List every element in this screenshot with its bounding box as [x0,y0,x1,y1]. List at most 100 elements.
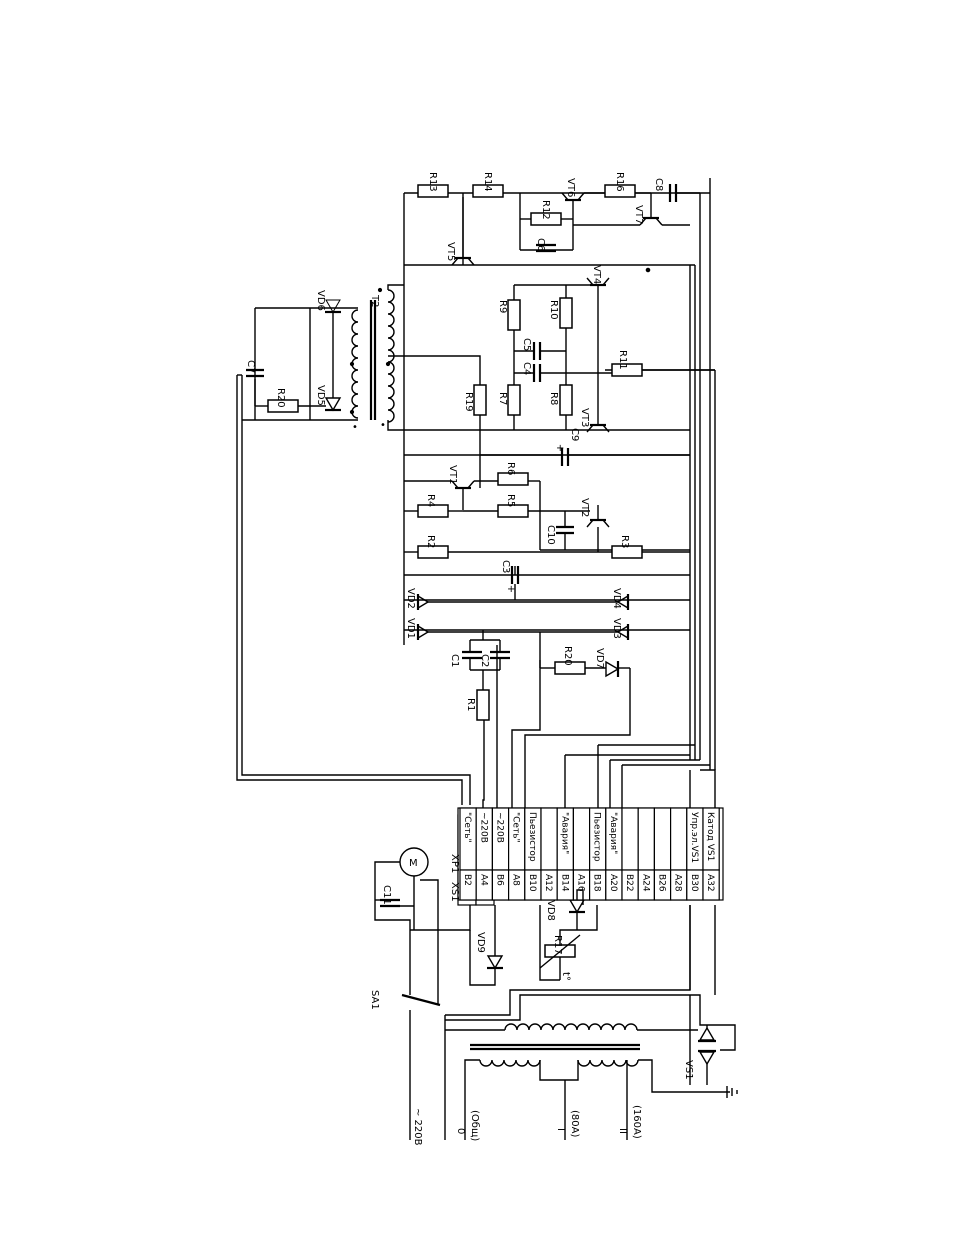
label-r7: R7 [497,392,508,405]
capacitors: + + [246,184,678,908]
transistor-labels: VT5 VT6 VT7 VT4 VT3 VT1 VT2 [445,178,644,517]
connector-pin-label: B10 [527,874,537,892]
transistor-vt6 [561,192,585,228]
transistor-vt1 [451,480,475,510]
label-r3: R3 [619,535,630,548]
diode-vd4 [616,594,630,610]
connector-pin-label: A8 [511,874,521,886]
switch-label: SA1 [369,990,380,1010]
label-r19: R20 [275,388,286,408]
connector-pin-label: A28 [673,874,683,892]
label-vd3: VD3 [611,618,622,639]
connector-plug-label: XP1 [449,854,460,873]
label-vd9: VD9 [475,932,486,953]
connector-signal-label: Пьезистор [527,812,537,862]
polarity-c9: + [556,443,564,454]
label-r12: R12 [540,200,551,220]
capacitor-c1 [462,650,482,660]
connector-signal-label: ~220В [478,812,488,843]
diode-vd2 [416,594,430,610]
transformer-t2: T2 [237,284,481,431]
connector-signal-label: Упр.эл.VS1 [689,812,699,863]
label-vt1: VT1 [447,465,458,484]
connector-socket-label: XS1 [449,882,460,902]
thyristor-label: VS1 [683,1060,694,1080]
capacitor-c4 [532,364,542,382]
label-c6: C6 [535,238,546,251]
connector-pin-label: A20 [608,874,618,892]
resistor-r16 [604,184,636,198]
label-vt2: VT2 [579,498,590,517]
label-c10: C10 [545,525,556,545]
connector-signal-cell [669,807,688,871]
transistors [451,192,663,528]
connector-pin-label: B30 [689,874,699,892]
mains-labels: ~ 220В 0 (Общ) I (80А) II (160А) [412,1105,642,1146]
connector-signal-label: "Авария" [559,812,569,854]
resistor-r10 [559,297,573,329]
diode-vd7 [605,660,620,678]
transformer-label: T2 [369,294,380,307]
capacitor-c2 [490,650,510,660]
label-c9: C9 [569,428,580,441]
label-vd7: VD7 [594,648,605,669]
connector-signal-cell [621,807,639,871]
label-c1: C1 [449,654,460,667]
resistor-r6 [497,472,529,486]
connector-signal-cell [637,807,656,871]
label-vd8: VD8 [545,900,556,921]
label-r16: R16 [614,172,625,192]
resistor-r13 [417,184,449,198]
connector-pin-label: B22 [624,874,634,892]
polarity-c3: + [507,584,515,595]
label-c3: C3 [500,560,511,573]
connector-pin-label: A32 [705,874,715,892]
tap-1-desc: (80А) [569,1110,580,1137]
label-vd5: VD5 [315,385,326,406]
diode-vd5 [324,397,342,412]
connector-signal-label: "Сеть" [511,812,521,843]
connector-pin-label: B26 [657,874,667,892]
label-r18: R19 [463,392,474,412]
connector-signal-cell [572,807,591,871]
connector-signal-label: Пьезистор [592,812,602,862]
resistor-r1 [476,689,490,721]
label-vd1: VD1 [405,618,416,639]
label-r9: R9 [497,300,508,313]
connector-signal-cell [653,807,672,871]
label-vt4: VT4 [591,265,602,284]
transistor-vt2 [586,505,610,528]
resistor-r14 [472,184,504,198]
label-c2: C2 [479,654,490,667]
resistor-r18 [473,384,487,416]
label-vt3: VT3 [579,408,590,427]
label-vd2: VD2 [405,588,416,609]
resistors [267,184,643,969]
label-r20-alt: R20 [562,646,573,666]
connector-signal-cell [540,807,558,871]
capacitor-c6 [536,243,556,253]
tap-0-desc: (Общ) [469,1110,480,1141]
connector-wires [236,375,716,815]
label-vd6: VD6 [315,290,326,311]
temperature-label: t° [560,972,571,981]
transistor-vt7 [639,196,663,226]
connector-pin-label: A24 [640,874,650,892]
connector-pin-label: B18 [592,874,602,892]
label-r1: R1 [465,698,476,711]
amplifier-interconnects [254,192,715,670]
connector-signal-label: "Сеть" [462,812,472,843]
label-vt7: VT7 [633,205,644,224]
diode-vd1 [416,624,430,640]
diode-vd3 [616,624,630,640]
label-r11: R11 [617,350,628,370]
resistor-labels: R13 R14 R16 R12 R9 R10 R11 R19 R7 R8 R20… [275,172,630,955]
label-c5: C5 [521,338,532,351]
label-r13: R13 [427,172,438,192]
connector-signal-label: ~220В [495,812,505,843]
diode-labels: VD6 VD5 VD2 VD1 VD4 VD3 VD7 VD8 VD9 [315,290,622,953]
connector-signal-label: Катод VS1 [705,812,715,861]
label-r10: R10 [548,300,559,320]
tap-2-number: II [617,1128,628,1134]
label-c7: C7 [245,360,256,373]
